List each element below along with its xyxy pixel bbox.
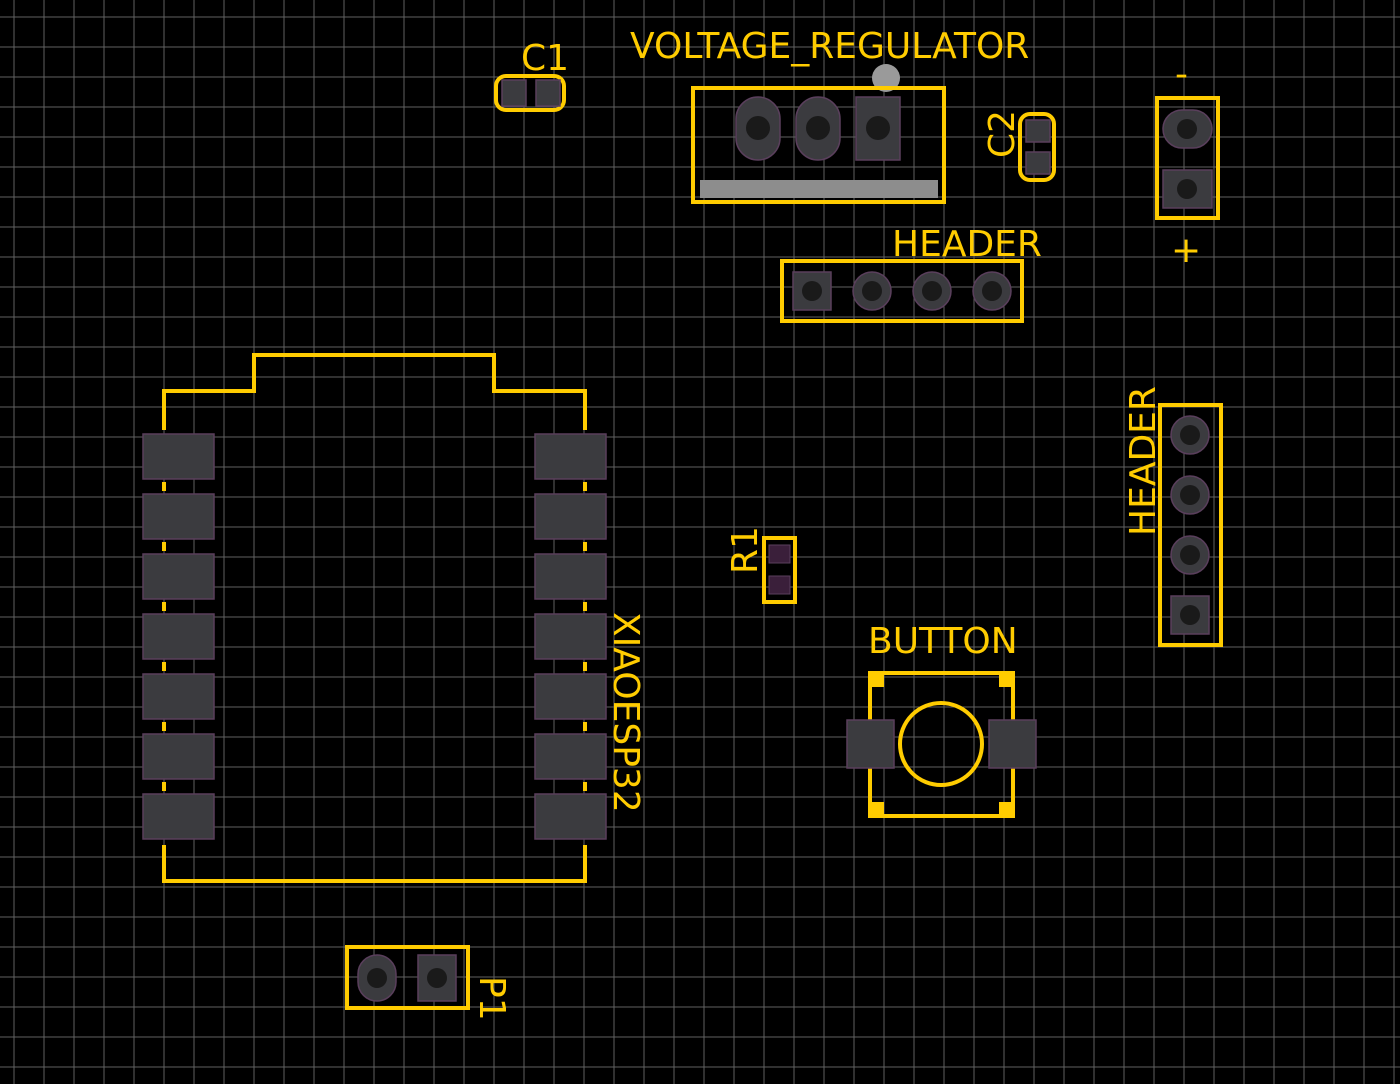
xiao-pad-right-1[interactable] (534, 433, 607, 480)
c1-pad-1[interactable] (501, 79, 527, 107)
button-label: BUTTON (868, 621, 1018, 662)
component-xiaoesp32[interactable]: XIAOESP32 (142, 353, 646, 883)
xiao-pad-left-7[interactable] (142, 793, 215, 840)
xiao-pad-right-5[interactable] (534, 673, 607, 720)
xiao-pad-left-2[interactable] (142, 493, 215, 540)
xiao-pad-left-6[interactable] (142, 733, 215, 780)
vreg-hole-2 (806, 116, 830, 140)
component-voltage-regulator[interactable]: VOLTAGE_REGULATOR (630, 26, 1029, 204)
component-header-top[interactable]: HEADER (780, 224, 1042, 323)
c1-outline (494, 74, 566, 112)
header-top-hole-3 (922, 281, 942, 301)
xiaoesp32-label: XIAOESP32 (605, 612, 646, 813)
power-pad-plus[interactable] (1162, 169, 1213, 209)
header-right-hole-3 (1180, 545, 1200, 565)
c2-outline (1018, 112, 1056, 182)
r1-label: R1 (725, 526, 766, 574)
xiao-bottom-outline (162, 845, 587, 883)
xiao-top-outline (162, 353, 587, 430)
component-c1[interactable]: C1 (494, 38, 569, 112)
button-corner-br (999, 802, 1011, 814)
button-pad-right[interactable] (988, 719, 1037, 769)
xiao-pad-right-4[interactable] (534, 613, 607, 660)
button-corner-tr (999, 675, 1011, 687)
button-pad-left[interactable] (846, 719, 895, 769)
xiao-pad-left-5[interactable] (142, 673, 215, 720)
header-right-hole-2 (1180, 485, 1200, 505)
header-right-outline (1158, 403, 1223, 647)
xiao-pad-left-4[interactable] (142, 613, 215, 660)
header-right-label: HEADER (1123, 386, 1164, 536)
xiao-pad-left-3[interactable] (142, 553, 215, 600)
r1-pad-2[interactable] (768, 575, 791, 595)
heatsink-tab (700, 180, 938, 198)
xiao-pad-left-1[interactable] (142, 433, 215, 480)
minus-label: - (1175, 54, 1188, 95)
header-top-hole-1 (802, 281, 822, 301)
xiao-pad-right-3[interactable] (534, 553, 607, 600)
power-hole-minus (1177, 119, 1197, 139)
button-corner-tl (872, 675, 884, 687)
component-button[interactable]: BUTTON (846, 621, 1037, 818)
c2-pad-1[interactable] (1025, 119, 1051, 143)
c1-label: C1 (521, 38, 569, 79)
p1-hole-2 (427, 968, 447, 988)
component-c2[interactable]: C2 (982, 110, 1056, 182)
power-connector-outline (1155, 96, 1220, 220)
c1-pad-2[interactable] (535, 79, 561, 107)
voltage-regulator-outline (691, 86, 946, 204)
p1-hole-1 (367, 968, 387, 988)
header-top-hole-4 (982, 281, 1002, 301)
button-corner-bl (872, 802, 884, 814)
pin1-indicator (872, 64, 900, 92)
header-right-pad-4[interactable] (1170, 595, 1210, 635)
voltage-regulator-label: VOLTAGE_REGULATOR (630, 26, 1029, 67)
vreg-hole-1 (746, 116, 770, 140)
button-actuator (898, 701, 984, 787)
c2-pad-2[interactable] (1025, 151, 1051, 175)
power-hole-plus (1177, 179, 1197, 199)
p1-outline (345, 945, 470, 1010)
plus-label: + (1171, 230, 1201, 271)
header-top-outline (780, 259, 1024, 323)
component-power-connector[interactable]: - + (1155, 54, 1220, 271)
header-top-label: HEADER (892, 224, 1042, 265)
r1-pad-1[interactable] (768, 544, 791, 564)
vreg-hole-3 (866, 116, 890, 140)
r1-outline (762, 536, 797, 604)
header-top-pad-1[interactable] (792, 271, 832, 311)
header-top-hole-2 (862, 281, 882, 301)
component-r1[interactable]: R1 (725, 526, 797, 604)
c2-label: C2 (982, 110, 1023, 158)
component-p1[interactable]: P1 (345, 945, 512, 1021)
xiao-pad-right-7[interactable] (534, 793, 607, 840)
header-right-hole-4 (1180, 605, 1200, 625)
p1-label: P1 (471, 976, 512, 1021)
header-right-hole-1 (1180, 425, 1200, 445)
xiao-pad-right-2[interactable] (534, 493, 607, 540)
xiao-pad-right-6[interactable] (534, 733, 607, 780)
component-header-right[interactable]: HEADER (1123, 386, 1223, 647)
